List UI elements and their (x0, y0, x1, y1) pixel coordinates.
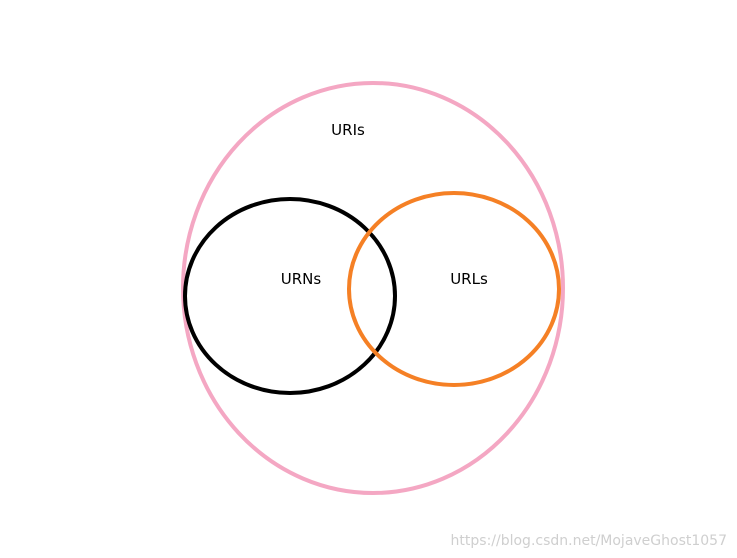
watermark-text: https://blog.csdn.net/MojaveGhost1057 (451, 533, 727, 549)
urns-set-ellipse (183, 197, 397, 395)
uris-label: URIs (331, 121, 365, 139)
uris-set-ellipse (181, 81, 565, 495)
urns-label: URNs (281, 270, 322, 288)
urls-set-ellipse (347, 191, 561, 387)
urls-label: URLs (450, 270, 488, 288)
